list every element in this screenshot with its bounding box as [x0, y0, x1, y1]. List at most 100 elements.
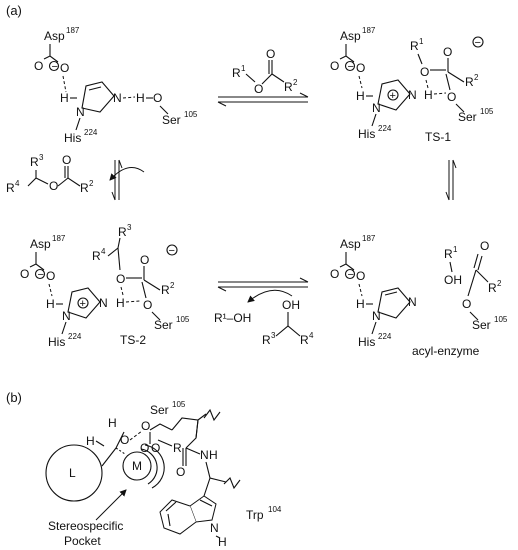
- r1-group: R: [444, 247, 453, 261]
- ser-oxygen: O: [447, 90, 456, 104]
- large-substituent-circle: [45, 444, 103, 502]
- asp-number: 187: [66, 26, 80, 35]
- pocket-caption-line1: Stereospecific: [48, 519, 123, 533]
- large-label: L: [69, 466, 76, 480]
- acyl-donor-ester: R 1 O O R 2: [232, 47, 298, 96]
- ser-label: Ser: [472, 318, 491, 332]
- oxygen-atom: O: [141, 419, 150, 433]
- r1-group: R: [410, 39, 419, 53]
- substrate-entry-arrow: [109, 167, 145, 181]
- minus-charge: −: [348, 61, 354, 73]
- r1oh-product: R¹–OH: [214, 311, 251, 325]
- minus-charge: −: [52, 61, 58, 73]
- r1-index: 1: [419, 37, 424, 46]
- state-acyl-enzyme: Asp 187 O − O H N N His 224 R 1 OH O: [330, 234, 508, 358]
- oxygen-anion: O: [330, 267, 339, 281]
- r4-index: 4: [101, 247, 106, 256]
- his-residue-4: H N N His 224: [356, 287, 417, 349]
- carbonyl-oxygen: O: [62, 153, 71, 167]
- r2-group: R: [465, 75, 474, 89]
- indole-hydrogen: H: [218, 535, 227, 549]
- ester-oxygen: O: [120, 433, 129, 447]
- his-number: 224: [84, 128, 98, 137]
- nitrogen-atom: N: [99, 296, 108, 310]
- acyl-enzyme-label: acyl-enzyme: [412, 344, 480, 358]
- ser-number: 105: [184, 110, 198, 119]
- state-free-enzyme: Asp 187 O − O H N N His 224 H O Ser: [34, 26, 198, 145]
- tetrahedral-intermediate-2: R 4 R 3 O O − R 2 O Ser 105: [92, 223, 190, 332]
- ts1-label: TS-1: [425, 130, 451, 144]
- plus-charge: +: [80, 298, 86, 310]
- nitrogen-atom: N: [408, 295, 417, 309]
- hydroxyl-group: OH: [444, 273, 462, 287]
- r4-group: R: [300, 333, 309, 347]
- r4-group: R: [92, 249, 101, 263]
- tetrahedral-intermediate-1: R 1 O O − R 2 O Ser 105: [410, 36, 494, 124]
- nitrogen-atom: N: [76, 105, 85, 119]
- ester-oxygen: O: [49, 179, 58, 193]
- alcohol-ester-substrate: R 3 R 4 O O R 2: [6, 153, 94, 195]
- minus-charge: −: [348, 269, 354, 281]
- asp-label: Asp: [340, 237, 361, 251]
- ester-oxygen: O: [254, 82, 263, 96]
- his-label: His: [358, 335, 375, 349]
- r2-index: 2: [497, 279, 502, 288]
- equilibrium-arrow-2: [445, 159, 457, 201]
- ser-oxygen: O: [462, 297, 471, 311]
- r3-group: R: [30, 155, 39, 169]
- oxyanion: O: [140, 253, 149, 267]
- hydrogen-atom: H: [46, 297, 55, 311]
- his-label: His: [358, 127, 375, 141]
- r4-group: R: [6, 181, 15, 195]
- acyl-serine: O R 2 O Ser 105: [462, 239, 508, 332]
- his-label: His: [48, 335, 65, 349]
- asp-residue-4: Asp 187 O − O: [330, 234, 376, 283]
- his-residue-1: H N N His 224: [60, 81, 122, 145]
- minus-charge: −: [169, 245, 175, 257]
- r1-group: R: [232, 66, 241, 80]
- panel-label-b: (b): [6, 390, 22, 405]
- panel-label-a: (a): [6, 3, 22, 18]
- hydrogen-atom: H: [108, 416, 117, 430]
- oxygen-atom: O: [356, 61, 365, 75]
- release-arrow: [247, 289, 293, 303]
- ser-residue-1: H O Ser 105: [136, 91, 198, 127]
- indole-nitrogen: N: [210, 521, 219, 535]
- alkoxy-oxygen: O: [116, 272, 125, 286]
- hydrogen-atom: H: [86, 434, 95, 448]
- asp-number: 187: [362, 234, 376, 243]
- r2-group: R: [80, 181, 89, 195]
- r3-index: 3: [39, 153, 44, 162]
- nitrogen-atom: N: [408, 88, 417, 102]
- hydroxyl-group: OH: [282, 298, 300, 312]
- minus-charge: −: [475, 37, 481, 49]
- r2-group: R: [284, 80, 293, 94]
- r2-group: R: [488, 281, 497, 295]
- r2-index: 2: [293, 78, 298, 87]
- r2-group: R: [161, 283, 170, 297]
- hydrogen-atom: H: [60, 91, 69, 105]
- hydrogen-atom: H: [116, 296, 125, 310]
- oxygen-atom: O: [46, 269, 55, 283]
- oxygen-anion: O: [20, 267, 29, 281]
- ser-label: Ser: [154, 318, 173, 332]
- ser-number: 105: [494, 315, 508, 324]
- amide-hydrogen: H: [209, 448, 218, 462]
- asp-residue-1: Asp 187 O − O: [34, 26, 80, 75]
- asp-number: 187: [362, 26, 376, 35]
- his-residue-2: H N + N His 224: [356, 79, 417, 141]
- hydrogen-atom: H: [136, 91, 145, 105]
- his-number: 224: [378, 332, 392, 341]
- his-label: His: [64, 131, 81, 145]
- ser-oxygen: O: [143, 298, 152, 312]
- ser-number: 105: [480, 107, 494, 116]
- released-alcohols: R¹–OH R 3 OH R 4: [214, 289, 314, 347]
- nitrogen-atom: N: [62, 309, 71, 323]
- equilibrium-arrow-3: [111, 159, 123, 201]
- oxygen-atom: O: [153, 91, 162, 105]
- hydrogen-atom: H: [356, 89, 365, 103]
- amide-oxygen: O: [176, 465, 185, 479]
- trp-label: Trp: [246, 508, 264, 522]
- pocket-caption-line2: Pocket: [64, 534, 101, 548]
